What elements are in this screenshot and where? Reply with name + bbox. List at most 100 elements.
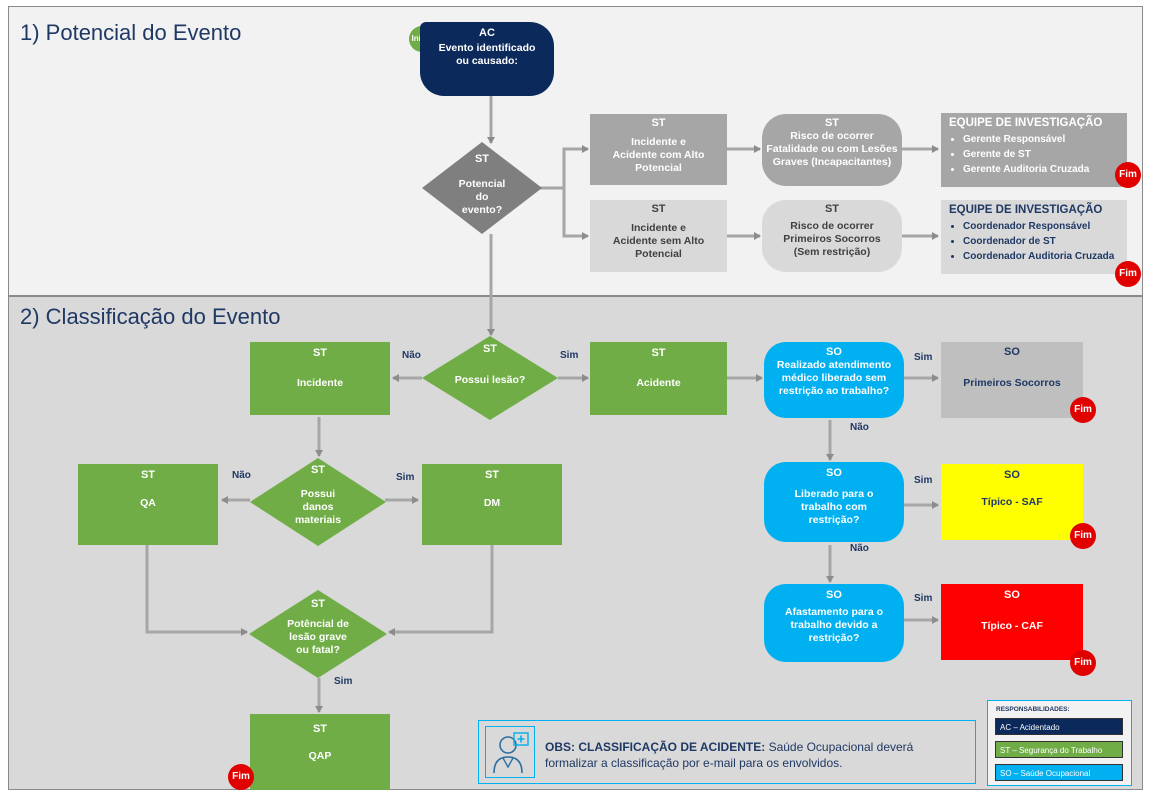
qap-tag: ST — [312, 723, 328, 735]
risco-fatalidade-text: Risco de ocorrer Fatalidade ou com Lesõe… — [766, 130, 898, 168]
tipico-caf-text: Típico - CAF — [981, 620, 1043, 632]
ac-text: Evento identificado ou causado: — [438, 42, 536, 67]
potencial-lesao-tag: ST — [310, 598, 326, 610]
sem-alto-potencial-box: ST Incidente e Acidente sem Alto Potenci… — [590, 200, 727, 272]
qa-tag: ST — [140, 469, 156, 481]
label-nao: Não — [402, 350, 421, 361]
possui-lesao-decision: ST Possui lesão? — [422, 336, 558, 420]
ac-tag: AC — [479, 27, 495, 39]
risco-primeiros-tag: ST — [824, 203, 840, 215]
team-coordenadores-item: Coordenador de ST — [963, 234, 1119, 249]
sem-alto-potencial-text: Incidente e Acidente sem Alto Potencial — [612, 222, 705, 260]
risco-fatalidade-box: ST Risco de ocorrer Fatalidade ou com Le… — [762, 114, 902, 186]
label-sim: Sim — [560, 350, 579, 361]
primeiros-socorros-box: SO Primeiros Socorros — [941, 342, 1083, 418]
team-coordenadores: EQUIPE DE INVESTIGAÇÃO Coordenador Respo… — [941, 200, 1127, 274]
fim-marker: Fim — [1115, 261, 1141, 287]
qap-text: QAP — [308, 750, 332, 762]
possui-danos-decision: ST Possui danos materiais — [250, 458, 386, 546]
legend: RESPONSABILIDADES: AC – Acidentado ST – … — [987, 700, 1132, 786]
label-sim: Sim — [914, 475, 933, 486]
risco-primeiros-box: ST Risco de ocorrer Primeiros Socorros (… — [762, 200, 902, 272]
possui-lesao-tag: ST — [482, 343, 498, 355]
so-atendimento-tag: SO — [826, 346, 842, 358]
label-sim: Sim — [334, 676, 353, 687]
tipico-saf-text: Típico - SAF — [981, 496, 1043, 508]
obs-box: OBS: CLASSIFICAÇÃO DE ACIDENTE: Saúde Oc… — [478, 720, 976, 784]
label-nao: Não — [850, 422, 869, 433]
qa-box: ST QA — [78, 464, 218, 545]
team-gerentes-item: Gerente Auditoria Cruzada — [963, 162, 1119, 177]
acidente-tag: ST — [651, 347, 666, 359]
possui-danos-tag: ST — [310, 464, 326, 476]
risco-fatalidade-tag: ST — [824, 117, 840, 129]
possui-lesao-text: Possui lesão? — [454, 374, 526, 386]
potencial-decision: ST Potencial do evento? — [422, 142, 542, 234]
legend-title: RESPONSABILIDADES: — [996, 706, 1070, 713]
fim-marker: Fim — [228, 764, 254, 790]
fim-marker: Fim — [1070, 523, 1096, 549]
team-gerentes-item: Gerente de ST — [963, 147, 1119, 162]
so-afastamento-text: Afastamento para o trabalho devido a res… — [784, 606, 884, 644]
fim-marker: Fim — [1070, 397, 1096, 423]
team-gerentes-title: EQUIPE DE INVESTIGAÇÃO — [949, 117, 1103, 129]
acidente-text: Acidente — [636, 377, 681, 389]
team-gerentes: EQUIPE DE INVESTIGAÇÃO Gerente Responsáv… — [941, 113, 1127, 187]
team-coordenadores-title: EQUIPE DE INVESTIGAÇÃO — [949, 204, 1103, 216]
label-nao: Não — [850, 543, 869, 554]
so-atendimento-box: SO Realizado atendimento médico liberado… — [764, 342, 904, 418]
alto-potencial-text: Incidente e Acidente com Alto Potencial — [612, 136, 705, 174]
potencial-lesao-decision: ST Potêncial de lesão grave ou fatal? — [249, 590, 387, 678]
primeiros-socorros-text: Primeiros Socorros — [963, 377, 1061, 389]
acidente-box: ST Acidente — [590, 342, 727, 415]
legend-item-st: ST – Segurança do Trabalho — [995, 741, 1123, 758]
possui-danos-text: Possui danos materiais — [294, 488, 342, 526]
qa-text: QA — [140, 497, 156, 509]
qap-box: ST QAP — [250, 714, 390, 790]
sem-alto-potencial-tag: ST — [651, 203, 666, 215]
legend-item-so: SO – Saúde Ocupacional — [995, 764, 1123, 781]
team-coordenadores-item: Coordenador Responsável — [963, 219, 1119, 234]
primeiros-socorros-tag: SO — [1004, 346, 1020, 358]
dm-box: ST DM — [422, 464, 562, 545]
incidente-text: Incidente — [296, 377, 344, 389]
tipico-caf-tag: SO — [1004, 589, 1020, 601]
label-sim: Sim — [396, 472, 415, 483]
dm-text: DM — [483, 497, 501, 509]
section-title-classificacao: 2) Classificação do Evento — [20, 304, 281, 329]
obs-body: Saúde Ocupacional deverá formalizar a cl… — [545, 740, 914, 770]
so-liberado-tag: SO — [826, 467, 842, 479]
doctor-icon — [485, 726, 535, 778]
dm-tag: ST — [484, 469, 500, 481]
incidente-box: ST Incidente — [250, 342, 390, 415]
team-coordenadores-item: Coordenador Auditoria Cruzada — [963, 249, 1119, 264]
fim-marker: Fim — [1115, 162, 1141, 188]
potencial-text: Potencial do evento? — [458, 178, 506, 216]
label-sim: Sim — [914, 352, 933, 363]
risco-primeiros-text: Risco de ocorrer Primeiros Socorros (Sem… — [783, 220, 881, 258]
section-title-potencial: 1) Potencial do Evento — [20, 20, 242, 45]
label-nao: Não — [232, 470, 251, 481]
tipico-saf-box: SO Típico - SAF — [941, 464, 1083, 540]
legend-item-ac: AC – Acidentado — [995, 718, 1123, 735]
so-atendimento-text: Realizado atendimento médico liberado se… — [776, 359, 892, 397]
so-afastamento-box: SO Afastamento para o trabalho devido a … — [764, 584, 904, 662]
potencial-tag: ST — [474, 153, 490, 165]
team-gerentes-item: Gerente Responsável — [963, 132, 1119, 147]
so-liberado-text: Liberado para o trabalho com restrição? — [794, 488, 874, 526]
obs-text: OBS: CLASSIFICAÇÃO DE ACIDENTE: Saúde Oc… — [545, 739, 965, 771]
incidente-tag: ST — [312, 347, 328, 359]
so-liberado-box: SO Liberado para o trabalho com restriçã… — [764, 462, 904, 542]
alto-potencial-tag: ST — [651, 117, 666, 129]
alto-potencial-box: ST Incidente e Acidente com Alto Potenci… — [590, 114, 727, 185]
obs-bold: OBS: CLASSIFICAÇÃO DE ACIDENTE: — [545, 740, 766, 754]
tipico-caf-box: SO Típico - CAF — [941, 584, 1083, 660]
so-afastamento-tag: SO — [826, 589, 842, 601]
tipico-saf-tag: SO — [1004, 469, 1020, 481]
fim-marker: Fim — [1070, 650, 1096, 676]
ac-box: AC Evento identificado ou causado: — [420, 22, 554, 96]
label-sim: Sim — [914, 593, 933, 604]
potencial-lesao-text: Potêncial de lesão grave ou fatal? — [287, 618, 349, 656]
